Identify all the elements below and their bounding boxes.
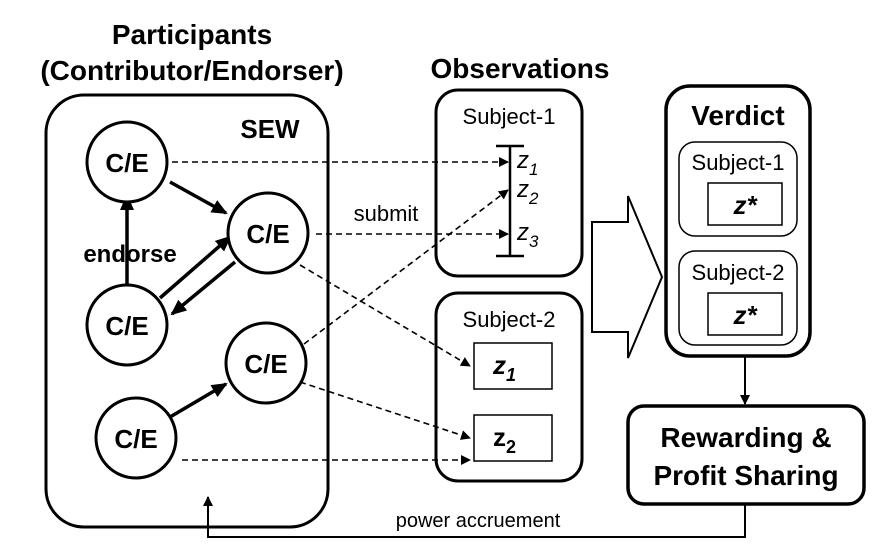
observation-z2: z2: [493, 422, 516, 457]
subject-1-label: Subject-1: [463, 104, 556, 129]
verdict-box: [664, 84, 812, 358]
sew-label: SEW: [240, 114, 300, 144]
participant-node: C/E: [85, 120, 169, 204]
participants-title: Participants: [112, 19, 272, 50]
rewarding-line-1: Rewarding &: [660, 422, 831, 453]
aggregation-arrow: [591, 195, 664, 359]
participant-node: C/E: [226, 191, 310, 275]
sew-pool: [44, 93, 330, 529]
submit-label: submit: [354, 201, 419, 226]
verdict-subject-1: [678, 141, 798, 237]
endorse-arrow: [170, 260, 237, 316]
verdict-value: z*: [732, 300, 758, 330]
rewarding-line-2: Profit Sharing: [653, 460, 838, 491]
participants-subtitle: (Contributor/Endorser): [40, 55, 343, 86]
feedback-label-bg: [372, 508, 586, 532]
verdict-value: z*: [732, 190, 758, 220]
observation-z3: z3: [516, 219, 539, 251]
submit-arrow: [299, 381, 471, 440]
observations-title: Observations: [431, 53, 610, 84]
observation-z1: z1: [492, 350, 516, 385]
participant-node: C/E: [85, 283, 169, 367]
verdict-subject-2: [678, 250, 798, 346]
verdict-value-box: [707, 182, 783, 226]
endorse-label: endorse: [83, 241, 176, 268]
observation-z2: z2: [516, 176, 539, 208]
verdict-subject-2-label: Subject-2: [692, 260, 785, 285]
node-label: C/E: [246, 219, 289, 249]
submit-arrow: [303, 189, 509, 345]
endorse-arrow: [158, 235, 232, 300]
subject-2-label: Subject-2: [463, 307, 556, 332]
verdict-title: Verdict: [691, 100, 784, 131]
node-label: C/E: [105, 311, 148, 341]
node-label: C/E: [105, 148, 148, 178]
node-label: C/E: [114, 424, 157, 454]
observation-box: [473, 414, 553, 462]
participant-node: C/E: [224, 321, 308, 405]
power-accruement-arrow: [203, 496, 746, 538]
endorse-arrow: [169, 180, 228, 215]
node-label: C/E: [244, 349, 287, 379]
power-accruement-label: power accruement: [396, 510, 561, 532]
observation-subject-2: [434, 291, 584, 483]
submit-arrow: [299, 264, 471, 367]
observation-box: [473, 342, 553, 390]
verdict-value-box: [707, 292, 783, 336]
verdict-subject-1-label: Subject-1: [692, 150, 785, 175]
observation-z1: z1: [516, 147, 538, 179]
endorse-arrow: [164, 382, 228, 422]
observation-subject-1: [434, 88, 584, 278]
participant-node: C/E: [94, 396, 178, 480]
